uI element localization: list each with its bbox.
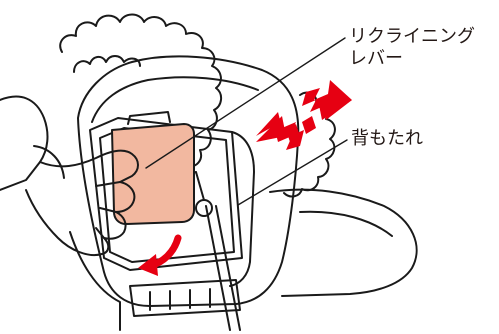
recline-lever-label-line2: レバー [349,48,403,69]
seat-back-shell [77,55,300,307]
recline-lever-top-tab [127,111,171,125]
recline-lever-label: リクライニング レバー [349,26,475,70]
seat-base-right-inner [299,210,393,237]
seat-base-right [269,188,418,297]
support-pole-knob [195,199,213,217]
seat-base-lower-frame [129,279,241,317]
recline-lever [111,123,195,225]
headrest-fluffy-outline [59,13,222,181]
seat-back-seam [91,76,259,123]
hand-cuff [33,145,65,179]
recline-lever-label-line1: リクライニング [349,26,475,47]
headrest-fluffy-outline-inner [73,55,141,73]
seat-base-left [69,231,121,331]
backrest-side-frame [229,131,255,287]
hand-sleeve [0,95,49,191]
hand-finger-lines [95,181,121,239]
backrest-leader-line [237,139,348,206]
support-pole [205,205,241,331]
recline-arrow-right-head [318,100,352,120]
backrest-label: 背もたれ [351,128,423,149]
recline-arrow-dash-2 [302,116,316,134]
rear-panel-frame [89,117,243,271]
recline-arrow-icon [256,80,352,150]
pull-arrow-icon [138,234,182,276]
recline-leader-line [145,37,346,169]
seat-base-slots [149,288,211,311]
recline-arrow-dash-1 [286,124,300,142]
recline-arrow-left-head [256,116,286,142]
